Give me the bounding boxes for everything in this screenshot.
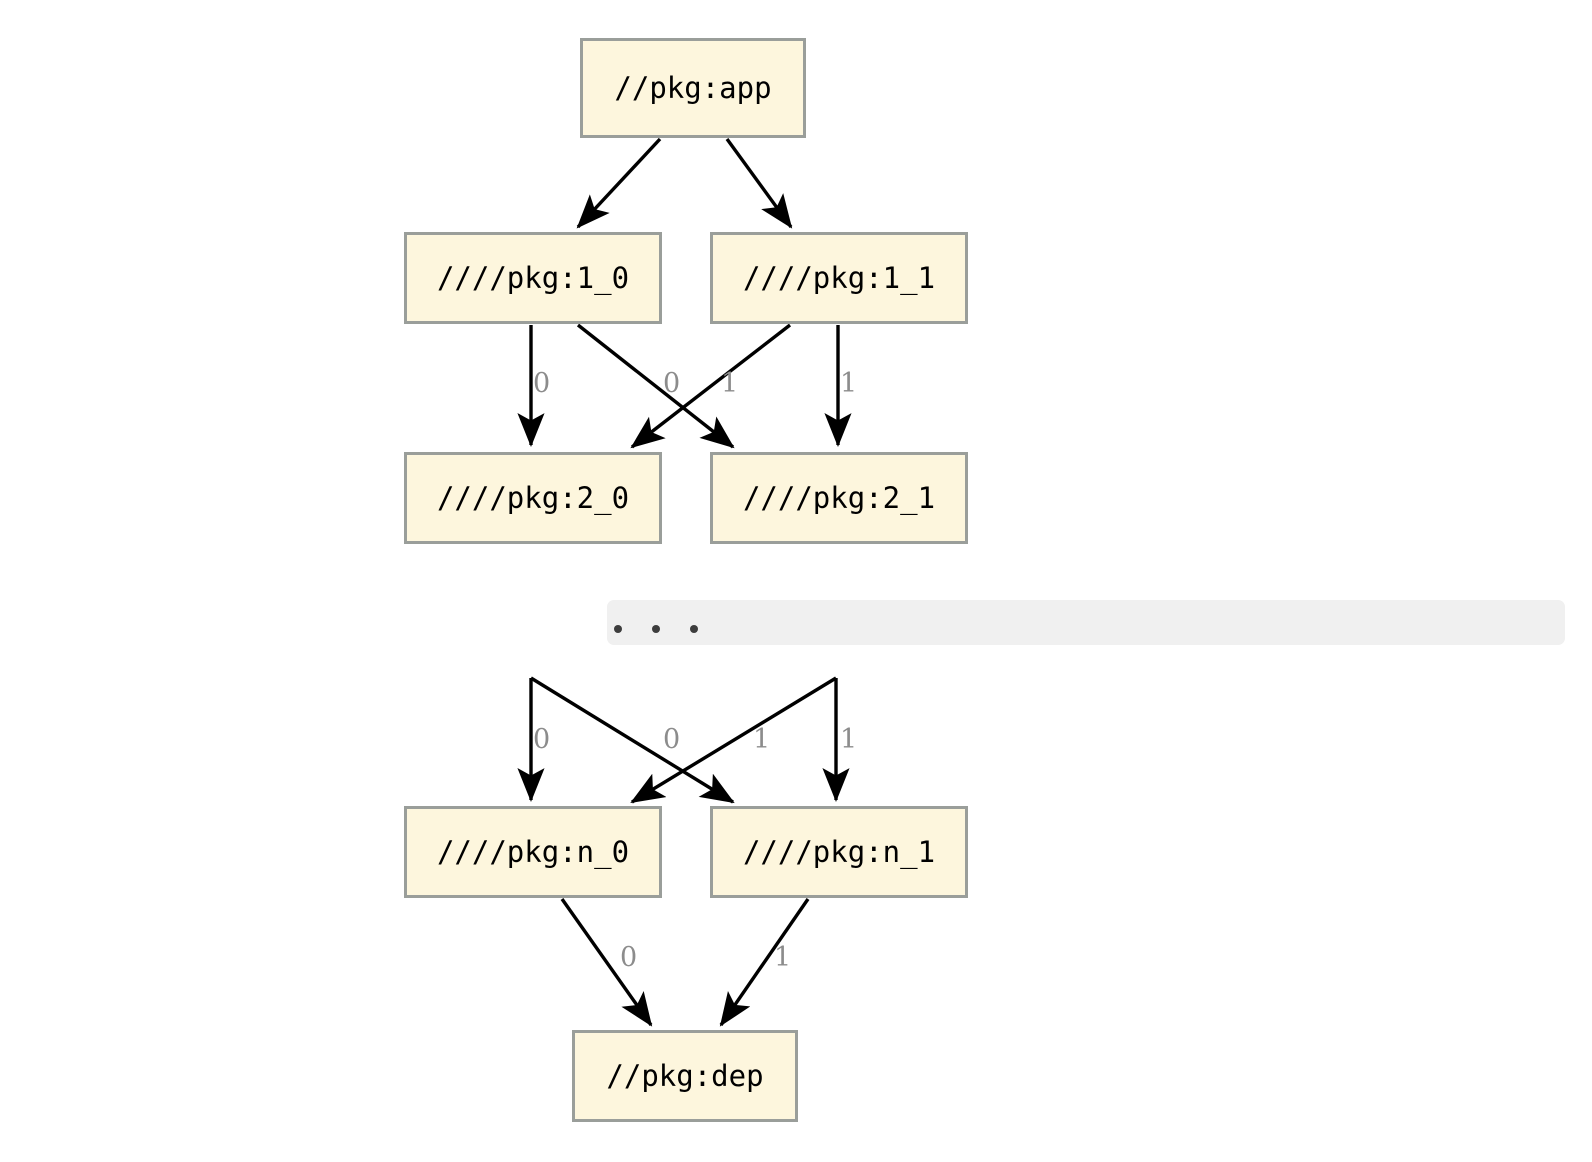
node-n2_1[interactable]: ////pkg:2_1	[710, 452, 968, 544]
edge-app-to-n1_1	[725, 138, 793, 229]
node-nn_1[interactable]: ////pkg:n_1	[710, 806, 968, 898]
edge-app-to-n1_0	[576, 137, 662, 229]
node-n1_1[interactable]: ////pkg:1_1	[710, 232, 968, 324]
edge-label: 1	[840, 724, 858, 755]
node-label: //pkg:app	[614, 71, 772, 105]
node-dep[interactable]: //pkg:dep	[572, 1030, 798, 1122]
node-app[interactable]: //pkg:app	[580, 38, 806, 138]
edge-label: 0	[620, 942, 638, 973]
edges-group	[517, 137, 852, 1027]
edge-nn_0-to-dep	[560, 898, 653, 1027]
dot-icon	[652, 625, 660, 633]
dot-icon	[614, 625, 622, 633]
node-label: //pkg:dep	[606, 1059, 764, 1093]
dot-icon	[690, 625, 698, 633]
edge-src-to-nn_0	[630, 676, 837, 804]
edge-label: 1	[721, 368, 739, 399]
edge-nn_1-to-dep	[719, 898, 810, 1027]
ellipsis-separator-band	[607, 600, 1565, 645]
edge-label: 1	[840, 368, 858, 399]
node-label: ////pkg:1_1	[742, 261, 936, 295]
edge-label: 1	[753, 724, 771, 755]
edge-n1_1-to-n2_0	[630, 323, 792, 449]
edge-label: 0	[533, 368, 551, 399]
node-label: ////pkg:n_1	[742, 835, 936, 869]
node-label: ////pkg:1_0	[436, 261, 630, 295]
node-nn_0[interactable]: ////pkg:n_0	[404, 806, 662, 898]
edge-label: 0	[663, 724, 681, 755]
node-n1_0[interactable]: ////pkg:1_0	[404, 232, 662, 324]
ellipsis-dots	[614, 625, 698, 633]
edge-label: 0	[663, 368, 681, 399]
edge-src-to-nn_1	[530, 676, 735, 804]
node-label: ////pkg:n_0	[436, 835, 630, 869]
edge-label: 0	[533, 724, 551, 755]
edge-label: 1	[774, 942, 792, 973]
node-label: ////pkg:2_0	[436, 481, 630, 515]
edge-n1_0-to-n2_1	[576, 323, 735, 449]
node-label: ////pkg:2_1	[742, 481, 936, 515]
node-n2_0[interactable]: ////pkg:2_0	[404, 452, 662, 544]
